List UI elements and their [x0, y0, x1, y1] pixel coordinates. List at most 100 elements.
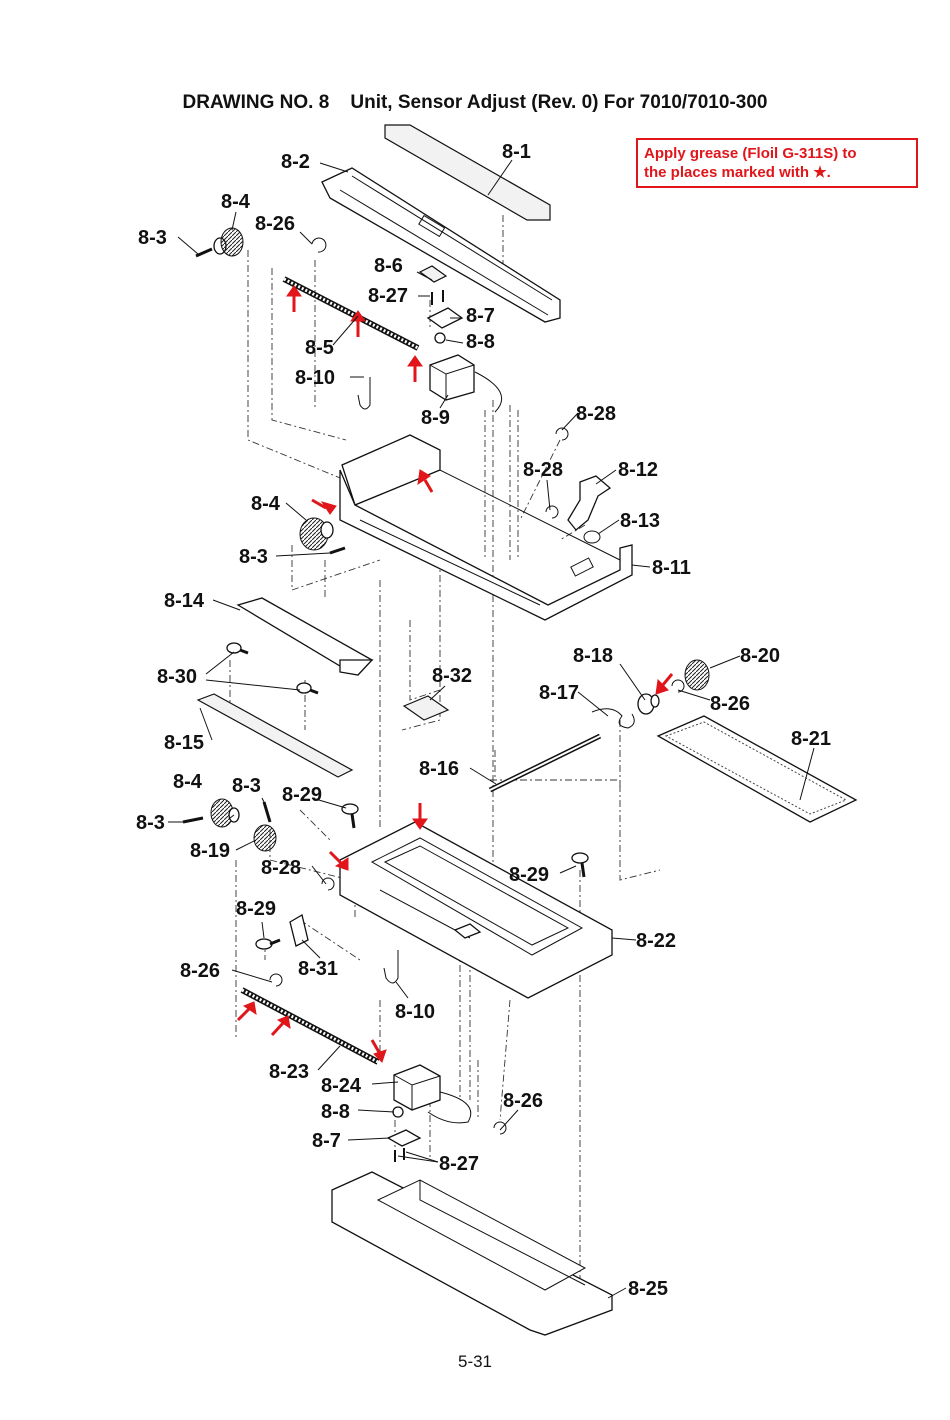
grease-arrow-icon — [417, 469, 434, 493]
part-8-3-pin-top — [195, 247, 213, 258]
drawing-title: DRAWING NO. 8 Unit, Sensor Adjust (Rev. … — [182, 92, 768, 113]
part-8-10-hook-lower — [383, 950, 399, 984]
label-8-13: 8-13 — [620, 510, 660, 532]
grease-note-line-1: Apply grease (Floil G-311S) to — [644, 145, 857, 162]
part-8-29-screw-a — [341, 803, 359, 829]
leader-lines — [168, 159, 815, 1299]
part-8-20-gear — [684, 659, 710, 691]
label-8-14: 8-14 — [164, 590, 205, 612]
label-8-21: 8-21 — [791, 728, 831, 750]
part-8-28-clip-b — [545, 505, 559, 519]
label-8-25: 8-25 — [628, 1278, 668, 1300]
label-8-3-top: 8-3 — [138, 227, 167, 249]
part-8-3-pin-middle — [329, 546, 346, 555]
label-8-19: 8-19 — [190, 840, 230, 862]
grease-arrow-icon — [412, 803, 428, 830]
part-8-25-base-frame — [331, 1171, 613, 1336]
assembly-lines — [229, 215, 661, 1310]
part-8-2-top-frame — [321, 167, 561, 323]
part-8-8-roller-lower — [392, 1106, 404, 1118]
part-8-28-clip-a — [555, 427, 569, 441]
page-number: 5-31 — [457, 1352, 493, 1371]
part-8-19-gear — [253, 824, 277, 852]
label-8-7-lower: 8-7 — [312, 1130, 341, 1152]
part-8-32-sheet — [402, 695, 450, 721]
part-8-26-clip-c — [269, 973, 283, 987]
label-8-26-bottom: 8-26 — [503, 1090, 543, 1112]
label-8-30: 8-30 — [157, 666, 197, 688]
label-8-27-lower: 8-27 — [439, 1153, 479, 1175]
label-8-32: 8-32 — [432, 665, 472, 687]
grease-arrow-icon — [311, 498, 337, 515]
part-8-27-screws-lower — [394, 1148, 405, 1162]
part-8-1-cover-sheet — [384, 124, 551, 221]
part-8-28-clip-c — [321, 877, 335, 891]
label-8-28-lower: 8-28 — [261, 857, 301, 879]
label-8-16: 8-16 — [419, 758, 459, 780]
part-8-30-screws — [226, 642, 319, 695]
label-8-28-right: 8-28 — [576, 403, 616, 425]
part-8-3-pin-lower-b — [262, 801, 272, 823]
part-8-11-main-frame — [339, 434, 633, 621]
part-8-29-screw-b — [571, 852, 589, 878]
label-8-28-mid: 8-28 — [523, 459, 563, 481]
label-8-22: 8-22 — [636, 930, 676, 952]
label-8-31: 8-31 — [298, 958, 338, 980]
part-8-12-lever — [567, 475, 612, 531]
part-8-14-bracket — [236, 597, 374, 676]
grease-markers — [236, 285, 674, 1063]
part-8-29-screw-c — [255, 938, 281, 950]
label-8-24: 8-24 — [321, 1075, 362, 1097]
label-8-26-lower: 8-26 — [180, 960, 220, 982]
part-8-26-clip-d — [493, 1121, 507, 1135]
part-8-15-strip — [196, 693, 354, 778]
label-8-4-lower: 8-4 — [173, 771, 203, 793]
label-8-6: 8-6 — [374, 255, 403, 277]
label-8-3-lower-a: 8-3 — [136, 812, 165, 834]
label-8-29-b: 8-29 — [509, 864, 549, 886]
grease-note-line-2: the places marked with ★. — [644, 164, 831, 181]
label-8-1: 8-1 — [502, 141, 531, 163]
part-8-27-screws-top — [431, 290, 444, 305]
label-8-10-top: 8-10 — [295, 367, 335, 389]
part-8-6-pad — [418, 265, 448, 283]
part-8-13-spring — [583, 530, 601, 544]
part-8-24-sensor-block — [393, 1064, 472, 1124]
part-8-23-lead-screw — [240, 987, 380, 1065]
grease-note: Apply grease (Floil G-311S) to the place… — [636, 138, 918, 188]
part-8-31-bracket — [289, 913, 309, 947]
part-labels: 8-1 8-2 8-4 8-26 8-3 8-6 8-27 8-7 8-5 8-… — [136, 141, 831, 1300]
label-8-3-lower-b: 8-3 — [232, 775, 261, 797]
label-8-8-top: 8-8 — [466, 331, 495, 353]
label-8-27-top: 8-27 — [368, 285, 408, 307]
label-8-29-a: 8-29 — [282, 784, 322, 806]
label-8-17: 8-17 — [539, 682, 579, 704]
grease-arrow-icon — [286, 285, 302, 312]
label-8-10-lower: 8-10 — [395, 1001, 435, 1023]
label-8-26-right: 8-26 — [710, 693, 750, 715]
label-8-2: 8-2 — [281, 151, 310, 173]
label-8-29-c: 8-29 — [236, 898, 276, 920]
label-8-4-mid: 8-4 — [251, 493, 281, 515]
label-8-26-top: 8-26 — [255, 213, 295, 235]
grease-arrow-icon — [328, 850, 349, 871]
part-8-4-gear-middle — [299, 517, 334, 551]
label-8-9: 8-9 — [421, 407, 450, 429]
label-8-15: 8-15 — [164, 732, 204, 754]
label-8-11: 8-11 — [652, 557, 691, 579]
label-8-5: 8-5 — [305, 337, 334, 359]
label-8-12: 8-12 — [618, 459, 658, 481]
grease-arrow-icon — [407, 355, 423, 382]
part-8-8-roller-top — [434, 332, 446, 344]
part-8-10-hook-top — [357, 377, 371, 410]
label-8-20: 8-20 — [740, 645, 780, 667]
part-8-7-plate-lower — [386, 1129, 422, 1147]
grease-arrow-icon — [655, 673, 674, 695]
part-8-9-sensor-block — [429, 354, 503, 413]
grease-arrow-icon — [236, 1001, 257, 1022]
part-8-18-bushing — [637, 693, 660, 715]
label-8-7-top: 8-7 — [466, 305, 495, 327]
part-8-3-pin-lower-a — [182, 816, 204, 824]
grease-arrow-icon — [270, 1015, 291, 1037]
